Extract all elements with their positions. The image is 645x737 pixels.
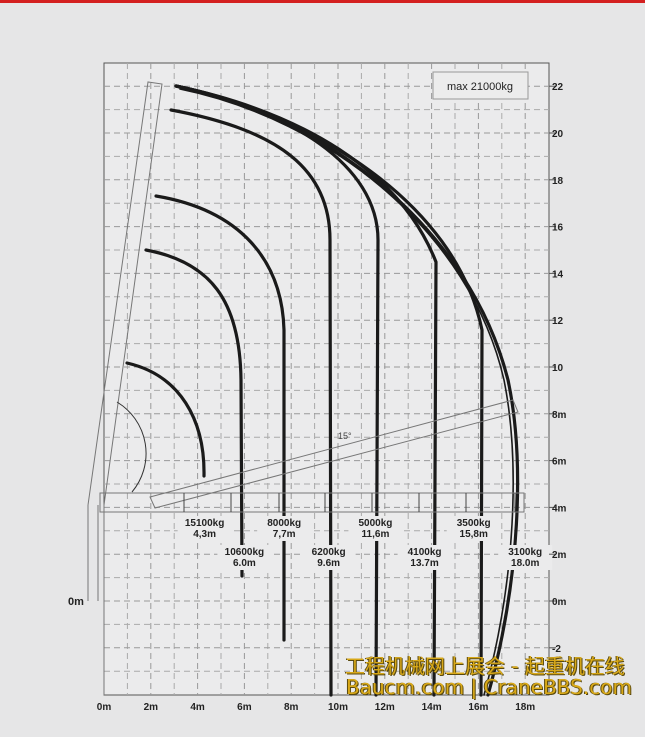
reach-value: 4,3m: [193, 529, 216, 540]
load-label-bg: [301, 545, 356, 570]
watermark-url: Baucm.com | CraneBBS.com: [346, 675, 632, 699]
y-tick-label: 20: [552, 129, 564, 140]
max-load-box: [432, 71, 529, 100]
x-tick-label: 6m: [237, 702, 252, 713]
load-value: 8000kg: [267, 518, 301, 529]
load-value: 3100kg: [508, 547, 542, 558]
load-curve: [169, 108, 333, 697]
y-tick-label: 14: [552, 269, 564, 280]
x-tick-label: 2m: [144, 702, 159, 713]
load-label-bg: [217, 545, 272, 570]
reach-value: 13.7m: [410, 558, 438, 569]
y-tick-label: 8m: [552, 410, 567, 421]
y-tick-label: 16: [552, 223, 564, 234]
load-value: 5000kg: [358, 518, 392, 529]
load-value: 6200kg: [312, 547, 346, 558]
load-label-bg: [498, 545, 553, 570]
x-tick-label: 4m: [190, 702, 205, 713]
x-tick-label: 12m: [375, 702, 395, 713]
x-tick-label: 8m: [284, 702, 299, 713]
plot-area: [103, 62, 550, 696]
boom-angle-label: 15°: [338, 431, 352, 441]
reach-value: 7,7m: [273, 529, 296, 540]
load-label-bg: [348, 516, 403, 541]
load-label-bg: [257, 516, 312, 541]
load-value: 15100kg: [185, 518, 224, 529]
top-red-bar: [0, 0, 645, 3]
x-tick-label: 14m: [422, 702, 442, 713]
load-label-bg: [446, 516, 501, 541]
load-value: 4100kg: [408, 547, 442, 558]
x-tick-label: 10m: [328, 702, 348, 713]
load-curve: [125, 361, 206, 478]
load-value: 3500kg: [457, 518, 491, 529]
max-load-label: max 21000kg: [447, 81, 513, 93]
y-tick-label: 10: [552, 363, 564, 374]
reach-value: 15,8m: [460, 529, 488, 540]
y-tick-label: 2m: [552, 550, 567, 561]
y-tick-label: 0m: [552, 597, 567, 608]
load-curve: [174, 84, 520, 697]
y-tick-label: 22: [552, 82, 564, 93]
boom-vertical: [87, 81, 163, 506]
load-curve: [144, 248, 244, 578]
reach-value: 18.0m: [511, 558, 539, 569]
load-curves: [125, 84, 520, 697]
y-tick-label: 12: [552, 316, 564, 327]
x-tick-label: 18m: [515, 702, 535, 713]
x-tick-label: 16m: [468, 702, 488, 713]
watermark-chinese: 工程机械网上展会 - 起重机在线: [345, 654, 625, 678]
load-curve: [154, 194, 286, 642]
slew-arc: [116, 401, 147, 493]
x-tick-label: 0m: [97, 702, 112, 713]
y-tick-label: 18: [552, 176, 564, 187]
boom-horizontal: [99, 492, 525, 513]
reach-value: 11,6m: [362, 529, 390, 540]
load-value: 10600kg: [225, 547, 264, 558]
load-label-bg: [397, 545, 452, 570]
y-tick-label: 4m: [552, 503, 567, 514]
y-tick-label: -2: [552, 644, 561, 655]
reach-value: 9.6m: [317, 558, 340, 569]
y-tick-label: 6m: [552, 457, 567, 468]
crane-boom-drawing: [87, 81, 525, 695]
load-label-bg: [177, 516, 232, 541]
crane-column: [87, 505, 105, 695]
axis-ticks: 0m 2m 4m 6m 8m 10m 12m 14m 16m 18m 22 20 18 16 14 12 10 8…: [97, 82, 567, 713]
reach-value: 6.0m: [233, 558, 256, 569]
boom-angled-15: [149, 399, 519, 509]
load-curve: [179, 88, 514, 696]
left-zero-label: 0m: [68, 596, 84, 608]
